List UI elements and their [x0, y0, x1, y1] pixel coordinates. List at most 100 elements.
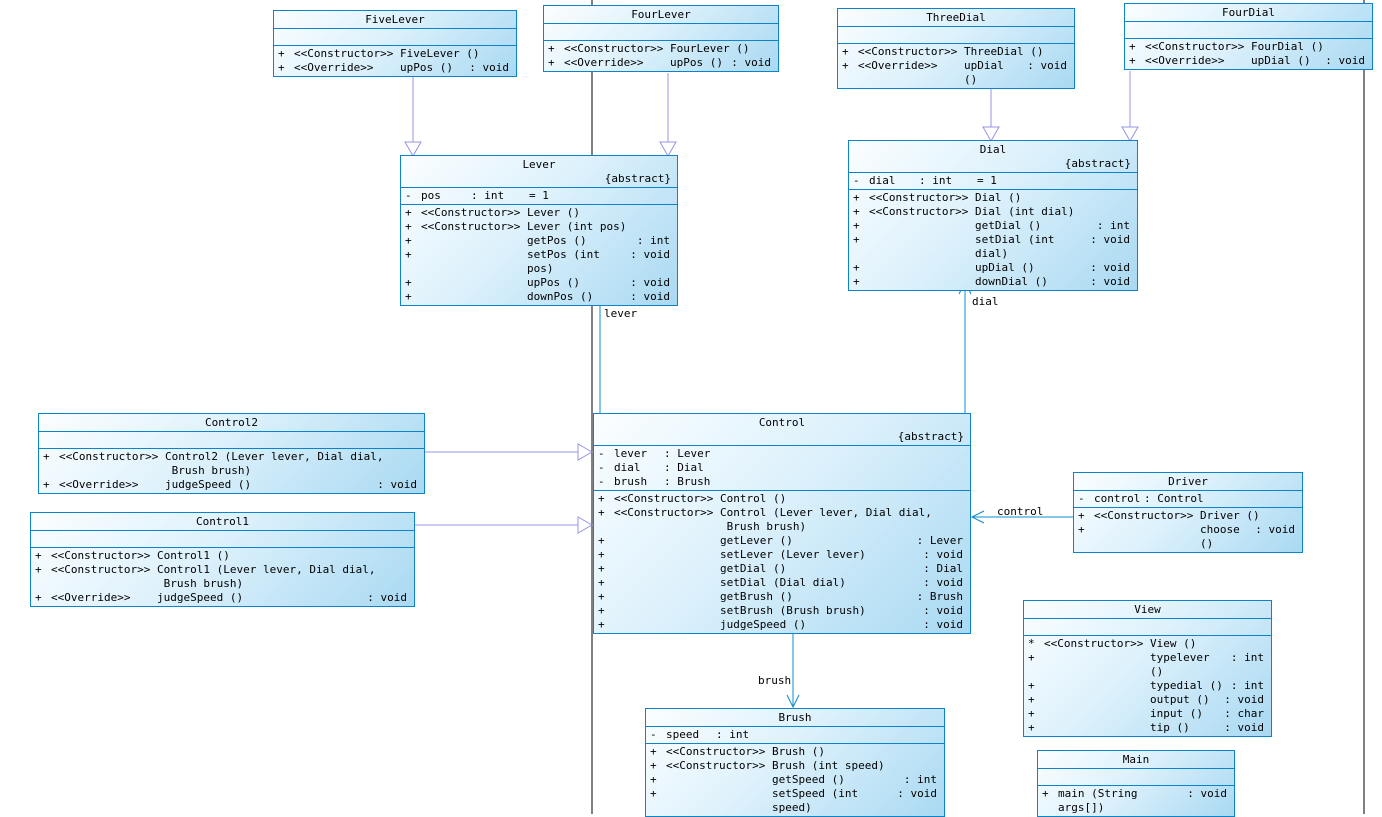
method-row: +judgeSpeed (): void	[594, 618, 970, 632]
visibility-marker: *	[1028, 637, 1035, 650]
method-return-type: : void	[469, 61, 509, 74]
association-control-to-dial[interactable]	[958, 280, 972, 416]
visibility-marker: +	[650, 759, 657, 772]
attribute-name: dial	[869, 174, 896, 187]
association-driver-to-control[interactable]	[970, 510, 1073, 524]
method-row: +<<Constructor>>Brush (int speed)	[646, 759, 944, 773]
visibility-marker: +	[405, 248, 412, 261]
method-stereotype: <<Constructor>>	[421, 206, 521, 219]
attribute-type: : int	[716, 728, 750, 741]
class-fourdial[interactable]: FourDial +<<Constructor>>FourDial ()+<<O…	[1124, 3, 1373, 70]
method-row: +getPos (): int	[401, 234, 677, 248]
generalization-fourlever-to-lever[interactable]	[659, 73, 677, 158]
method-row: +tip (): void	[1024, 721, 1271, 735]
method-name: upPos ()	[527, 276, 580, 289]
method-row: +main (String args[]): void	[1038, 787, 1234, 815]
methods-compartment: +<<Constructor>>Control ()+<<Constructor…	[594, 491, 970, 633]
methods-compartment: +main (String args[]): void	[1038, 786, 1234, 816]
attribute-row: -speed: int	[646, 728, 944, 742]
class-main[interactable]: Main +main (String args[]): void	[1037, 750, 1235, 817]
generalization-fourdial-to-dial[interactable]	[1121, 71, 1139, 143]
method-return-type: : int	[1230, 679, 1264, 692]
class-title: Brush	[646, 709, 944, 727]
method-row: +getLever (): Lever	[594, 534, 970, 548]
method-name: Lever ()	[527, 206, 580, 219]
method-stereotype: <<Constructor>>	[59, 450, 159, 463]
method-row: +setBrush (Brush brush): void	[594, 604, 970, 618]
class-title: Main	[1038, 751, 1234, 769]
attributes-compartment	[1024, 619, 1271, 636]
generalization-control1-to-control[interactable]	[415, 516, 594, 534]
method-stereotype: <<Constructor>>	[564, 42, 664, 55]
method-row: +getDial (): Dial	[594, 562, 970, 576]
visibility-marker: +	[1078, 509, 1085, 522]
method-row: +choose (): void	[1074, 523, 1302, 551]
class-name: Driver	[1168, 475, 1208, 488]
method-row: +<<Override>>upPos (): void	[544, 56, 778, 70]
class-control1[interactable]: Control1 +<<Constructor>>Control1 ()+<<C…	[30, 512, 415, 607]
abstract-tag: {abstract}	[1064, 157, 1131, 170]
association-control-to-brush[interactable]	[786, 632, 800, 709]
visibility-marker: +	[842, 45, 849, 58]
method-row: +<<Constructor>>Control (Lever lever, Di…	[594, 506, 970, 534]
method-name: Dial ()	[975, 191, 1022, 204]
class-driver[interactable]: Driver -control: Control +<<Constructor>…	[1073, 472, 1303, 553]
class-lever[interactable]: Lever{abstract} -pos: int= 1 +<<Construc…	[400, 155, 678, 306]
method-return-type: : int	[1096, 219, 1130, 232]
method-name: Control1 (Lever lever, Dial dial, Brush …	[157, 563, 376, 590]
method-return-type: : void	[923, 576, 963, 589]
attributes-compartment: -pos: int= 1	[401, 188, 677, 205]
method-stereotype: <<Override>>	[294, 61, 374, 74]
method-row: +downDial (): void	[849, 275, 1137, 289]
method-stereotype: <<Constructor>>	[1094, 509, 1194, 522]
class-fourlever[interactable]: FourLever +<<Constructor>>FourLever ()+<…	[543, 5, 779, 72]
visibility-marker: -	[853, 174, 860, 187]
edge-label-lever[interactable]: lever	[604, 307, 638, 320]
class-control2[interactable]: Control2 +<<Constructor>>Control2 (Lever…	[38, 413, 425, 494]
attributes-compartment	[31, 531, 414, 548]
method-return-type: : Lever	[916, 534, 963, 547]
class-title: Driver	[1074, 473, 1302, 491]
attribute-name: pos	[421, 189, 441, 202]
attributes-compartment	[39, 432, 424, 449]
visibility-marker: +	[35, 549, 42, 562]
generalization-fivelever-to-lever[interactable]	[404, 77, 422, 158]
method-name: output ()	[1150, 693, 1210, 706]
method-name: Control2 (Lever lever, Dial dial, Brush …	[165, 450, 384, 477]
method-name: setSpeed (int speed)	[772, 787, 865, 814]
method-return-type: : void	[1090, 275, 1130, 288]
method-stereotype: <<Override>>	[1145, 54, 1225, 67]
attribute-type: : int	[919, 174, 953, 187]
method-name: Control (Lever lever, Dial dial, Brush b…	[720, 506, 932, 533]
method-name: getLever ()	[720, 534, 793, 547]
method-row: +setDial (Dial dial): void	[594, 576, 970, 590]
edge-label-dial[interactable]: dial	[972, 295, 999, 308]
methods-compartment: +<<Constructor>>ThreeDial ()+ <<Override>…	[838, 44, 1074, 88]
method-row: +<<Constructor>>Brush ()	[646, 745, 944, 759]
class-brush[interactable]: Brush -speed: int +<<Constructor>>Brush …	[645, 708, 945, 817]
edge-label-control[interactable]: control	[997, 505, 1044, 518]
method-name: downDial ()	[975, 275, 1048, 288]
visibility-marker: +	[405, 276, 412, 289]
method-stereotype: <<Constructor>>	[614, 492, 714, 505]
attribute-row: -brush: Brush	[594, 475, 970, 489]
method-row: +<<Constructor>>Control ()	[594, 492, 970, 506]
class-dial[interactable]: Dial{abstract} -dial: int= 1 +<<Construc…	[848, 140, 1138, 291]
method-name: judgeSpeed ()	[720, 618, 807, 631]
class-view[interactable]: View *<<Constructor>>View ()+typelever (…	[1023, 600, 1272, 737]
visibility-marker: +	[853, 233, 860, 246]
method-row: +<<Constructor>>ThreeDial ()	[838, 45, 1074, 59]
class-control[interactable]: Control{abstract} -lever: Lever-dial: Di…	[593, 413, 971, 634]
visibility-marker: +	[405, 234, 412, 247]
class-fivelever[interactable]: FiveLever +<<Constructor>>FiveLever ()+<…	[273, 10, 517, 77]
method-stereotype: <<Constructor>>	[869, 205, 969, 218]
class-name: ThreeDial	[926, 11, 986, 24]
generalization-control2-to-control[interactable]	[425, 443, 594, 461]
edge-label-brush[interactable]: brush	[758, 674, 792, 687]
visibility-marker: -	[598, 475, 605, 488]
method-return-type: : void	[367, 591, 407, 604]
method-stereotype: <<Override>>	[858, 59, 938, 72]
class-threedial[interactable]: ThreeDial +<<Constructor>>ThreeDial ()+<…	[837, 8, 1075, 89]
method-return-type: : void	[1090, 233, 1130, 246]
